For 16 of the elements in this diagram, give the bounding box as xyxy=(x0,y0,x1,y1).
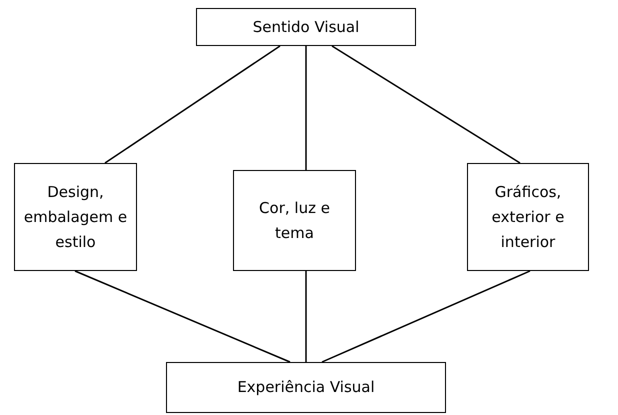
box-label: Design, embalagem e estilo xyxy=(22,182,128,252)
box-label: Sentido Visual xyxy=(252,16,360,38)
connector-line xyxy=(305,271,307,362)
connector-line xyxy=(322,270,530,363)
connector-line xyxy=(305,46,307,170)
box-label: Gráficos, exterior e interior xyxy=(490,182,566,252)
process-box xyxy=(196,8,416,46)
box-label: Cor, luz e tema xyxy=(258,198,331,244)
connector-line xyxy=(332,45,520,164)
process-box xyxy=(467,163,589,271)
process-box xyxy=(166,362,446,413)
process-box xyxy=(14,163,137,271)
connector-line xyxy=(74,270,290,363)
box-label: Experiência Visual xyxy=(236,377,376,398)
connector-line xyxy=(104,45,280,164)
process-box xyxy=(233,170,356,271)
